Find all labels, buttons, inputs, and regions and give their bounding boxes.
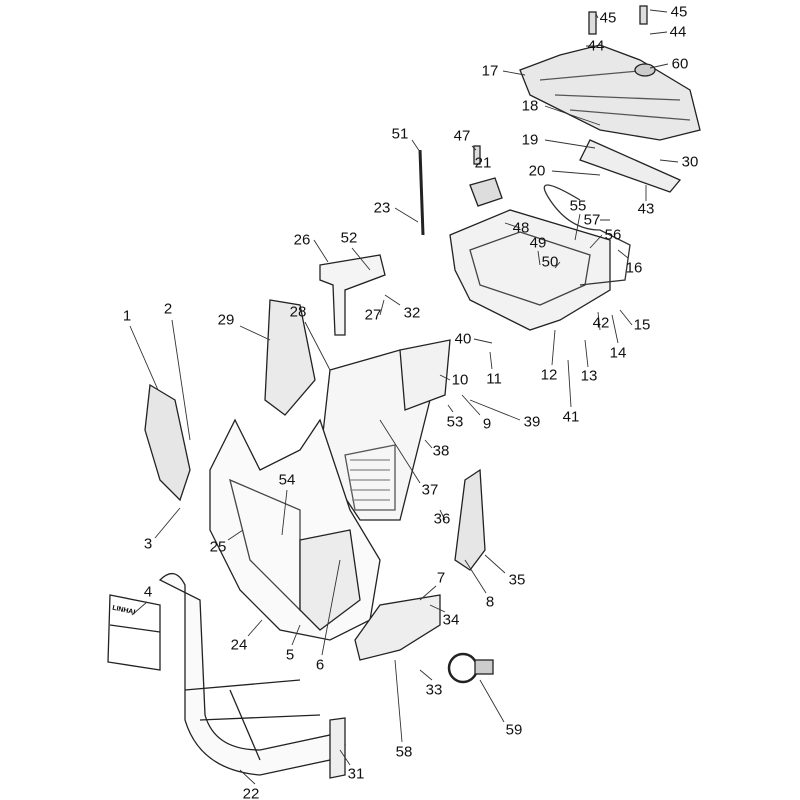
headlight-58 bbox=[354, 594, 441, 661]
bracket-31 bbox=[329, 717, 346, 779]
side-cover-8 bbox=[454, 468, 486, 571]
callout-21: 21 bbox=[474, 154, 492, 172]
callout-36: 36 bbox=[433, 510, 451, 528]
callout-26: 26 bbox=[293, 231, 311, 249]
rear-rack bbox=[519, 44, 701, 141]
callout-38: 38 bbox=[432, 442, 450, 460]
callout-59: 59 bbox=[505, 721, 523, 739]
callout-7: 7 bbox=[436, 569, 446, 587]
callout-6: 6 bbox=[315, 656, 325, 674]
callout-52: 52 bbox=[340, 229, 358, 247]
side-cover-1 bbox=[144, 383, 191, 502]
front-bumper-22 bbox=[158, 573, 347, 776]
callout-49: 49 bbox=[529, 234, 547, 252]
callout-15: 15 bbox=[633, 316, 651, 334]
callout-1: 1 bbox=[122, 307, 132, 325]
callout-27: 27 bbox=[364, 306, 382, 324]
cable-16 bbox=[543, 184, 631, 286]
callout-5: 5 bbox=[285, 646, 295, 664]
callout-13: 13 bbox=[580, 367, 598, 385]
callout-44: 44 bbox=[669, 23, 687, 41]
bracket-10 bbox=[399, 339, 451, 411]
callout-45: 45 bbox=[599, 9, 617, 27]
bolt-45b bbox=[639, 5, 648, 25]
callout-2: 2 bbox=[163, 300, 173, 318]
callout-56: 56 bbox=[604, 226, 622, 244]
callout-42: 42 bbox=[592, 314, 610, 332]
callout-50: 50 bbox=[541, 253, 559, 271]
callout-3: 3 bbox=[143, 535, 153, 553]
callout-54: 54 bbox=[278, 471, 296, 489]
callout-24: 24 bbox=[230, 636, 248, 654]
callout-40: 40 bbox=[454, 330, 472, 348]
callout-32: 32 bbox=[403, 304, 421, 322]
callout-31: 31 bbox=[347, 765, 365, 783]
side-panel-29 bbox=[264, 299, 316, 416]
bolt-45 bbox=[588, 11, 597, 35]
callout-58: 58 bbox=[395, 743, 413, 761]
callout-35: 35 bbox=[508, 571, 526, 589]
callout-16: 16 bbox=[625, 259, 643, 277]
callout-10: 10 bbox=[451, 371, 469, 389]
callout-51: 51 bbox=[391, 125, 409, 143]
callout-28: 28 bbox=[289, 303, 307, 321]
callout-48: 48 bbox=[512, 219, 530, 237]
callout-39: 39 bbox=[523, 413, 541, 431]
callout-29: 29 bbox=[217, 311, 235, 329]
callout-41: 41 bbox=[562, 408, 580, 426]
bulb-59 bbox=[447, 652, 479, 684]
rear-bar bbox=[579, 139, 682, 193]
callout-14: 14 bbox=[609, 344, 627, 362]
callout-8: 8 bbox=[485, 593, 495, 611]
plate-21 bbox=[469, 177, 503, 207]
callout-37: 37 bbox=[421, 481, 439, 499]
callout-12: 12 bbox=[540, 366, 558, 384]
callout-57: 57 bbox=[583, 211, 601, 229]
callout-4: 4 bbox=[143, 583, 153, 601]
rod-51 bbox=[418, 149, 425, 236]
callout-53: 53 bbox=[446, 413, 464, 431]
callout-19: 19 bbox=[521, 131, 539, 149]
emblem-4 bbox=[107, 594, 161, 671]
bracket-26 bbox=[319, 254, 386, 336]
callout-44: 44 bbox=[587, 37, 605, 55]
callout-43: 43 bbox=[637, 200, 655, 218]
callout-20: 20 bbox=[528, 162, 546, 180]
callout-30: 30 bbox=[681, 153, 699, 171]
callout-25: 25 bbox=[209, 538, 227, 556]
callout-22: 22 bbox=[242, 785, 260, 800]
callout-33: 33 bbox=[425, 681, 443, 699]
callout-55: 55 bbox=[569, 197, 587, 215]
pin-47 bbox=[473, 145, 481, 165]
callout-34: 34 bbox=[442, 611, 460, 629]
callout-23: 23 bbox=[373, 199, 391, 217]
callout-9: 9 bbox=[482, 415, 492, 433]
callout-17: 17 bbox=[481, 62, 499, 80]
callout-47: 47 bbox=[453, 127, 471, 145]
callout-18: 18 bbox=[521, 97, 539, 115]
callout-60: 60 bbox=[671, 55, 689, 73]
cap-60 bbox=[634, 63, 656, 77]
callout-45: 45 bbox=[670, 3, 688, 21]
callout-11: 11 bbox=[486, 370, 502, 388]
storage-box bbox=[449, 209, 611, 331]
